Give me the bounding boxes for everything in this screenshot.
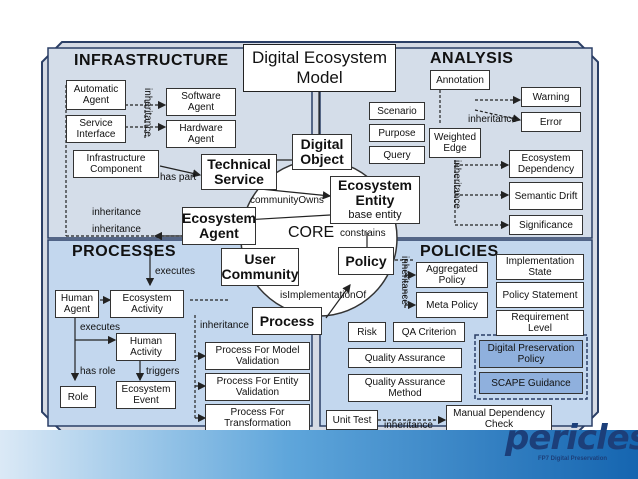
node-role: Role (60, 386, 96, 408)
node-automatic-agent: Automatic Agent (66, 80, 126, 110)
node-service-interface: Service Interface (66, 115, 126, 143)
node-user-community: User Community (221, 248, 299, 286)
node-policy-statement: Policy Statement (496, 282, 584, 308)
node-digital-object: Digital Object (292, 134, 352, 170)
node-ecosystem-event: Ecosystem Event (116, 381, 176, 409)
section-analysis: ANALYSIS (430, 50, 514, 67)
label-core: CORE (288, 224, 335, 241)
pericles-logo: pericles (505, 418, 638, 458)
node-quality-assurance: Quality Assurance (348, 348, 462, 368)
node-policy: Policy (338, 247, 394, 275)
section-processes: PROCESSES (72, 243, 177, 260)
node-risk: Risk (348, 322, 386, 342)
node-infrastructure-component: Infrastructure Component (73, 150, 159, 178)
label-inheritance-policies-vertical: inheritance (399, 256, 410, 305)
label-inheritance-infra-1: inheritance (92, 207, 141, 218)
label-triggers: triggers (146, 366, 180, 377)
node-purpose: Purpose (369, 124, 425, 142)
node-warning: Warning (521, 87, 581, 107)
node-requirement-level: Requirement Level (496, 310, 584, 336)
footer-band (0, 430, 638, 479)
label-has-role: has role (80, 366, 116, 377)
label-inheritance-analysis: inheritance (468, 114, 517, 125)
label-inheritance-infra-vertical: inheritance (142, 88, 153, 137)
label-community-owns: communityOwns (250, 195, 324, 206)
node-process-transformation: Process For Transformation (205, 404, 310, 432)
label-inheritance-policies: inheritance (384, 420, 433, 431)
node-aggregated-policy: Aggregated Policy (416, 262, 488, 288)
node-weighted-edge: Weighted Edge (429, 128, 481, 158)
node-semantic-drift: Semantic Drift (509, 182, 583, 210)
node-quality-assurance-method: Quality Assurance Method (348, 374, 462, 402)
node-scape-guidance: SCAPE Guidance (479, 372, 583, 394)
node-digital-preservation-policy: Digital Preservation Policy (479, 340, 583, 368)
node-software-agent: Software Agent (166, 88, 236, 116)
diagram-title: Digital Ecosystem Model (243, 44, 396, 92)
node-significance: Significance (509, 215, 583, 235)
diagram-title-text: Digital Ecosystem Model (251, 48, 388, 87)
node-implementation-state: Implementation State (496, 254, 584, 280)
label-executes-1: executes (155, 266, 196, 277)
node-qa-criterion: QA Criterion (393, 322, 465, 342)
node-technical-service: Technical Service (201, 154, 277, 190)
label-is-implementation-of: isImplementationOf (280, 290, 367, 301)
node-hardware-agent: Hardware Agent (166, 120, 236, 148)
section-infrastructure: INFRASTRUCTURE (74, 52, 229, 69)
ecosystem-entity-label: Ecosystem Entity (338, 176, 412, 208)
node-process-model-validation: Process For Model Validation (205, 342, 310, 370)
label-constrains: constrains (340, 228, 386, 239)
node-ecosystem-agent: Ecosystem Agent (182, 207, 256, 245)
node-ecosystem-dependency: Ecosystem Dependency (509, 150, 583, 178)
node-ecosystem-entity: Ecosystem Entity base entity (330, 176, 420, 224)
label-inheritance-infra-2: inheritance (92, 224, 141, 235)
node-ecosystem-activity: Ecosystem Activity (110, 290, 184, 318)
ecosystem-entity-sublabel: base entity (348, 208, 402, 221)
node-scenario: Scenario (369, 102, 425, 120)
node-query: Query (369, 146, 425, 164)
logo-tagline: FP7 Digital Preservation (538, 456, 608, 462)
node-process-entity-validation: Process For Entity Validation (205, 373, 310, 401)
node-process: Process (252, 307, 322, 335)
label-inheritance-analysis-vertical: inheritance (451, 160, 462, 209)
label-has-part: has part (160, 172, 197, 183)
label-executes-2: executes (80, 322, 121, 333)
node-annotation: Annotation (430, 70, 490, 90)
section-policies: POLICIES (420, 243, 499, 260)
node-unit-test: Unit Test (326, 410, 378, 430)
node-error: Error (521, 112, 581, 132)
label-inheritance-processes: inheritance (200, 320, 249, 331)
node-meta-policy: Meta Policy (416, 292, 488, 318)
node-human-agent: Human Agent (55, 290, 99, 318)
node-human-activity: Human Activity (116, 333, 176, 361)
